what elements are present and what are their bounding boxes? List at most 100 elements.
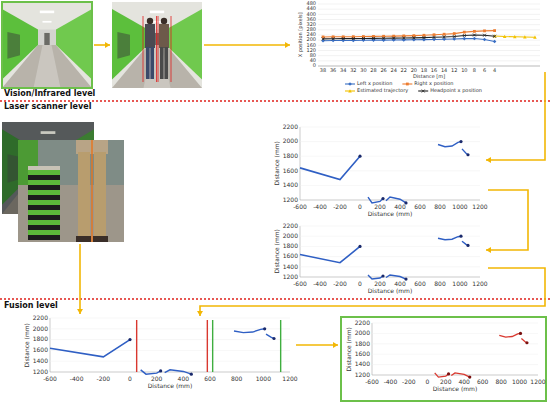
tick-label: 2000 [283, 233, 298, 240]
striped-box [28, 225, 60, 230]
plot-mark [503, 35, 507, 38]
tick-label: -200 [402, 379, 416, 386]
arrow-head [197, 311, 203, 316]
grid-line [300, 185, 480, 186]
highlight-frame [341, 317, 546, 401]
level-label: Vision/Infrared level [4, 90, 95, 99]
axis-title: Distance (mm) [274, 141, 281, 186]
tick-label: 800 [434, 281, 445, 288]
tick-label: 1600 [283, 168, 298, 175]
striped-box [28, 210, 60, 215]
scan-segment [300, 246, 360, 262]
tick-label: 10 [461, 68, 467, 74]
scan-point [381, 197, 384, 200]
plot-mark [433, 36, 436, 39]
person [160, 47, 164, 79]
tick-label: 200 [374, 281, 385, 288]
arrow-head [285, 42, 290, 48]
back-wall [38, 30, 56, 45]
level-separator [0, 100, 550, 102]
scan-segment [368, 197, 383, 203]
tick-label: 1000 [452, 281, 467, 288]
tick-label: 0 [358, 204, 362, 211]
arrow-head [77, 309, 83, 314]
tick-label: 16 [431, 68, 437, 74]
plot-mark [392, 37, 395, 40]
tick-label: 600 [414, 204, 425, 211]
grid-line [318, 14, 540, 15]
plot-mark [453, 35, 456, 38]
tick-label: 1200 [472, 204, 487, 211]
level-separator [0, 298, 550, 300]
axis-title: X position [pixels] [297, 13, 303, 58]
tick-label: 200 [374, 204, 385, 211]
plot-mark [473, 34, 476, 37]
photo-ground [2, 2, 92, 88]
scan-segment [165, 370, 192, 374]
grid-line [318, 55, 540, 56]
plot-mark [523, 35, 527, 38]
legend-sample [402, 83, 412, 84]
grid-line [300, 141, 480, 142]
tick-label: 1800 [355, 341, 370, 348]
grid-line [372, 323, 538, 324]
tick-label: 2200 [283, 124, 298, 131]
scan-segment [300, 156, 360, 179]
tick-label: 1000 [512, 379, 527, 386]
tick-label: -400 [70, 376, 84, 383]
axis-title: Distance (mm) [274, 229, 281, 274]
scan-segment [435, 373, 449, 377]
tick-label: -400 [384, 379, 398, 386]
axis-line [300, 200, 480, 201]
detection-bound [143, 16, 144, 82]
tick-label: 200 [440, 379, 451, 386]
scan-segment [438, 236, 461, 240]
detection-bound [158, 16, 159, 82]
plot-mark [362, 37, 365, 40]
floor [18, 185, 124, 242]
flow-arrow [486, 72, 545, 160]
plot-mark [443, 35, 446, 38]
tick-label: 2000 [283, 138, 298, 145]
grid-line [50, 361, 290, 362]
grid-line [300, 256, 480, 257]
tick-label: 1400 [33, 358, 48, 365]
plot-mark [342, 37, 345, 40]
plot-mark [483, 34, 486, 37]
tick-label: 12 [451, 68, 457, 74]
axis-title: Distance (mm) [368, 211, 413, 218]
plot-mark [463, 37, 467, 41]
tick-label: 800 [495, 379, 506, 386]
plot-mark [453, 35, 456, 38]
grid-line [318, 60, 540, 61]
tick-label: 400 [394, 204, 405, 211]
tick-label: 28 [370, 68, 376, 74]
person [145, 24, 155, 48]
plot-mark [463, 34, 466, 37]
tick-label: 30 [360, 68, 366, 74]
tick-label: 0 [358, 281, 362, 288]
tick-label: -600 [293, 204, 307, 211]
striped-box [28, 205, 60, 210]
plot-mark [322, 37, 325, 40]
tick-label: -200 [97, 376, 111, 383]
plot-mark [483, 38, 487, 42]
person [93, 236, 108, 242]
tick-label: 24 [390, 68, 396, 74]
tick-label: 1200 [283, 197, 298, 204]
plot-mark [422, 36, 425, 39]
grid-line [318, 45, 540, 46]
scan-point [459, 235, 462, 238]
tick-label: 1800 [283, 243, 298, 250]
region-bound [207, 320, 208, 372]
tick-label: 18 [421, 68, 427, 74]
scan-point [263, 327, 266, 330]
axis-line [300, 226, 301, 277]
axis-line [300, 127, 301, 200]
axis-title: Distance [m] [413, 74, 445, 80]
tick-label: 1800 [283, 153, 298, 160]
tick-label: 600 [204, 376, 215, 383]
plot-mark [443, 33, 446, 36]
axis-title: Distance (mm) [148, 383, 193, 390]
